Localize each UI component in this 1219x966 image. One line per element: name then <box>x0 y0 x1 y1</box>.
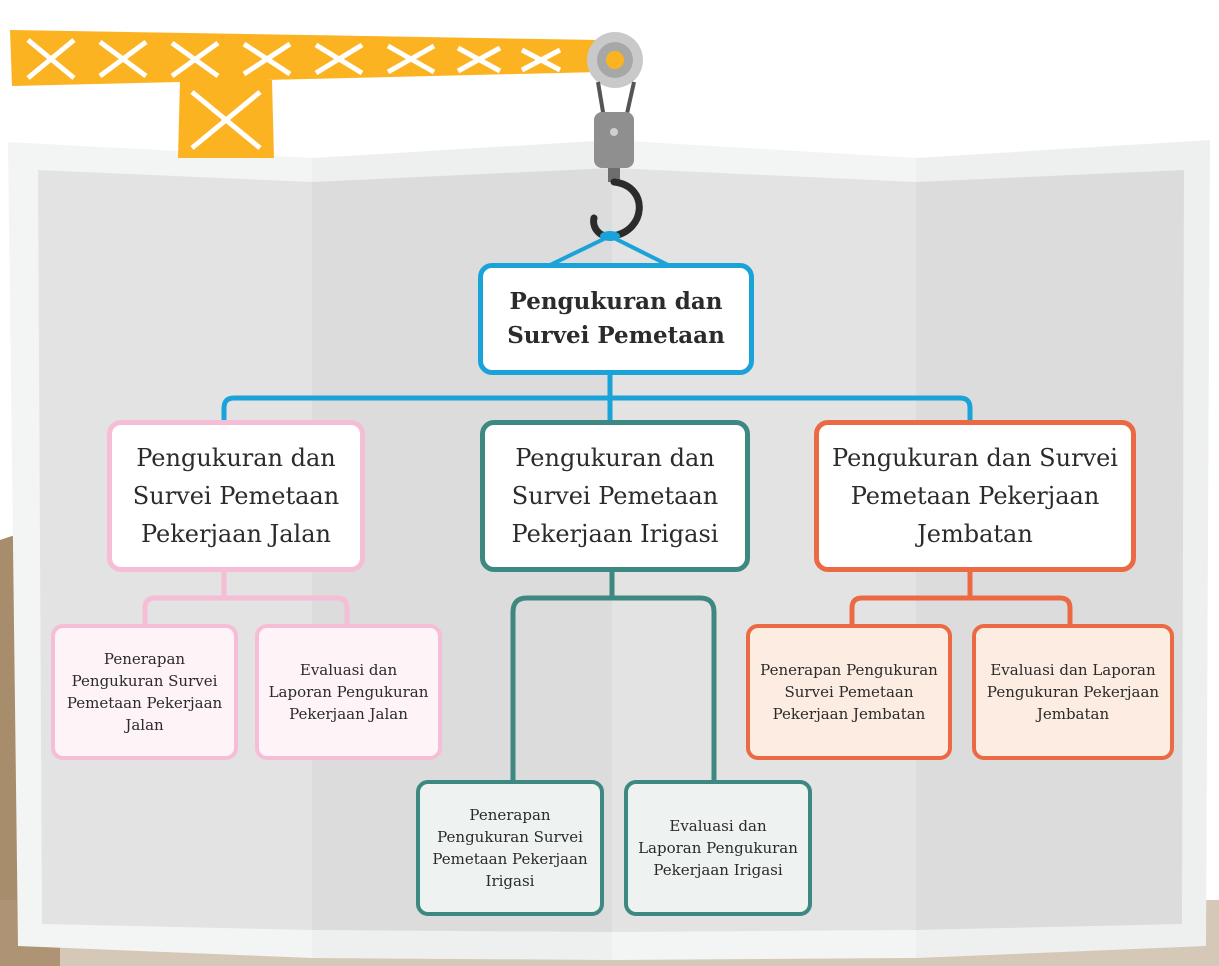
connector-jembatan <box>849 572 1073 624</box>
leaf-node-penerapan-jembatan: Penerapan Pengukuran Survei Pemetaan Pek… <box>746 624 952 760</box>
crane-jib-icon <box>10 30 600 158</box>
branch-node-irigasi: Pengukuran dan Survei Pemetaan Pekerjaan… <box>480 420 750 572</box>
branch-node-jalan: Pengukuran dan Survei Pemetaan Pekerjaan… <box>107 420 365 572</box>
leaf-node-evaluasi-jalan: Evaluasi dan Laporan Pengukuran Pekerjaa… <box>255 624 442 760</box>
root-node: Pengukuran dan Survei Pemetaan <box>478 263 754 375</box>
leaf-node-penerapan-irigasi: Penerapan Pengukuran Survei Pemetaan Pek… <box>416 780 604 916</box>
connector-root <box>221 375 973 420</box>
connector-jalan <box>142 572 350 624</box>
branch-node-jembatan: Pengukuran dan Survei Pemetaan Pekerjaan… <box>814 420 1136 572</box>
leaf-node-evaluasi-jembatan: Evaluasi dan Laporan Pengukuran Pekerjaa… <box>972 624 1174 760</box>
hook-icon <box>547 112 671 268</box>
leaf-node-penerapan-jalan: Penerapan Pengukuran Survei Pemetaan Pek… <box>51 624 238 760</box>
connector-irigasi <box>510 572 717 780</box>
pulley-icon <box>587 32 643 119</box>
leaf-node-evaluasi-irigasi: Evaluasi dan Laporan Pengukuran Pekerjaa… <box>624 780 812 916</box>
